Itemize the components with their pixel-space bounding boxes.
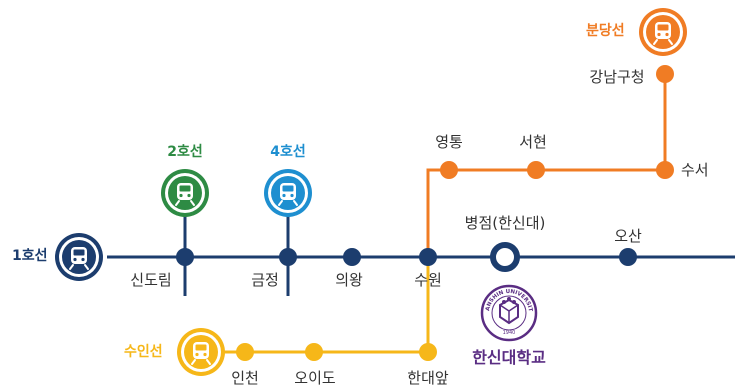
station-yeongtong-label: 영통 — [435, 133, 463, 151]
line1-label: 1호선 — [12, 248, 48, 264]
station-oido-label: 오이도 — [294, 369, 336, 387]
station-seohyeon-dot — [527, 161, 545, 179]
station-byeongjeom-dot — [490, 242, 520, 272]
station-yeongtong-dot — [440, 161, 458, 179]
station-oido-dot — [305, 343, 323, 361]
line2-train-icon — [161, 169, 209, 217]
university-name: 한신대학교 — [472, 348, 546, 367]
station-handaeap-dot — [419, 343, 437, 361]
station-suseo-dot — [656, 161, 674, 179]
station-geumjeong-label: 금정 — [251, 271, 279, 289]
station-byeongjeom-label: 병점(한신대) — [464, 214, 546, 232]
station-geumjeong-dot — [279, 248, 297, 266]
svg-text:1940: 1940 — [503, 330, 516, 336]
station-suwon-dot — [419, 248, 437, 266]
station-incheon-dot — [236, 343, 254, 361]
suin-track — [213, 257, 430, 354]
line2-label: 2호선 — [167, 144, 203, 160]
station-seohyeon-label: 서현 — [519, 133, 547, 151]
bundang-label: 분당선 — [586, 23, 625, 39]
station-osan-dot — [619, 248, 637, 266]
suin-label: 수인선 — [124, 344, 163, 360]
station-uiwang-dot — [343, 248, 361, 266]
station-sindorim-dot — [176, 248, 194, 266]
suin-train-icon — [177, 328, 225, 376]
line4-train-icon — [264, 169, 312, 217]
line4-label: 4호선 — [270, 144, 306, 160]
station-incheon-label: 인천 — [231, 369, 259, 387]
station-uiwang-label: 의왕 — [335, 271, 363, 289]
station-sindorim-label: 신도림 — [130, 271, 172, 289]
station-suwon-label: 수원 — [414, 271, 442, 289]
station-osan-label: 오산 — [614, 227, 642, 245]
bundang-track — [426, 74, 667, 257]
bundang-train-icon — [639, 8, 687, 56]
station-gangnamgucheong-label: 강남구청 — [589, 68, 645, 86]
station-gangnamgucheong-dot — [656, 65, 674, 83]
line1-train-icon — [55, 233, 103, 281]
station-handaeap-label: 한대앞 — [407, 369, 449, 387]
station-suseo-label: 수서 — [681, 161, 709, 179]
